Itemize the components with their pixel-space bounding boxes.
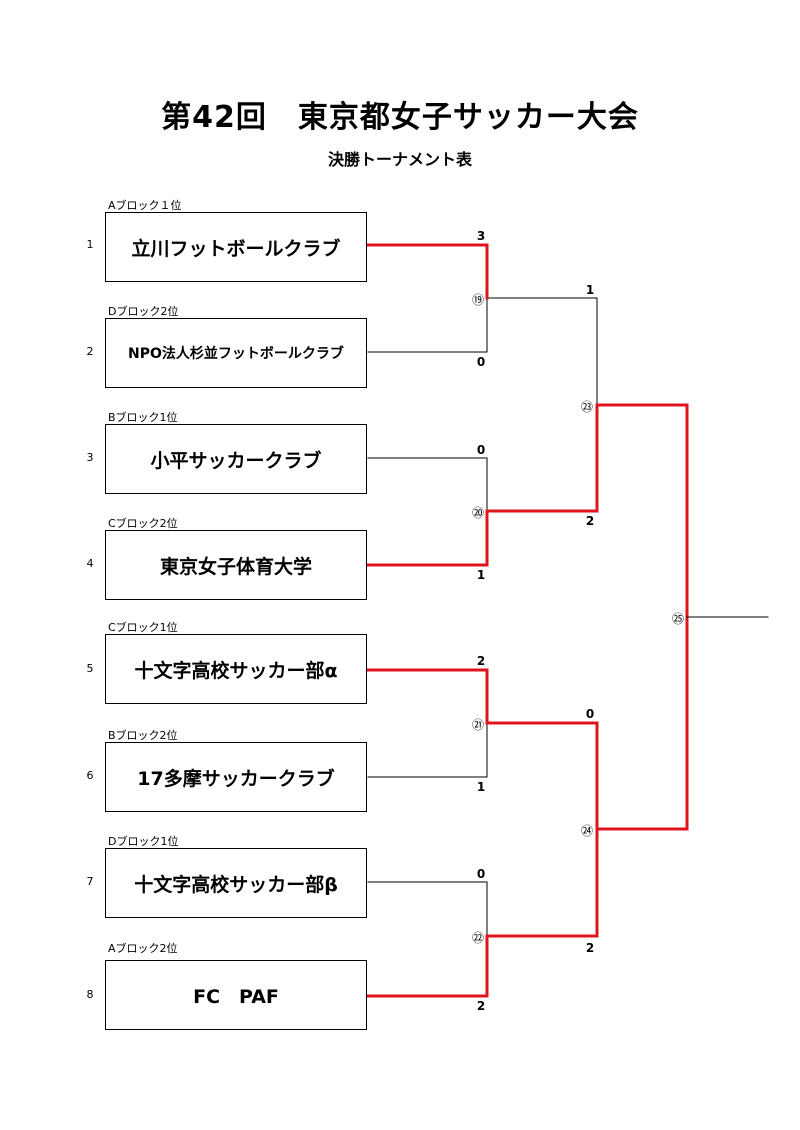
team-name: 立川フットボールクラブ <box>131 237 341 260</box>
line-team5 <box>366 668 489 725</box>
team-name: 東京女子体育大学 <box>159 555 312 578</box>
seed-number: 4 <box>86 557 94 570</box>
line-w23 <box>595 403 689 619</box>
block-label: Cブロック2位 <box>108 517 178 530</box>
seed-number: 6 <box>86 769 94 782</box>
team-box: 東京女子体育大学 <box>105 530 367 600</box>
block-label: Dブロック2位 <box>108 305 179 318</box>
seed-number: 3 <box>86 451 94 464</box>
line-team7 <box>367 881 488 937</box>
seed-number: 7 <box>86 875 94 888</box>
line-w22 <box>485 827 599 938</box>
line-w21 <box>485 721 599 831</box>
match-score: 1 <box>476 780 486 794</box>
seed-number: 5 <box>86 662 94 675</box>
seed-number: 1 <box>86 238 94 251</box>
block-label: Aブロック１位 <box>108 199 182 212</box>
match-score: 0 <box>476 443 486 457</box>
team-box: FC PAF <box>105 960 367 1030</box>
block-label: Aブロック2位 <box>108 942 178 955</box>
team-name: 十文字高校サッカー部β <box>134 873 338 896</box>
team-box: 立川フットボールクラブ <box>105 212 367 282</box>
line-team3 <box>367 457 488 512</box>
team-box: NPO法人杉並フットボールクラブ <box>105 318 367 388</box>
team-name: NPO法人杉並フットボールクラブ <box>128 346 344 362</box>
match-number: ㉔ <box>580 824 593 838</box>
line-team2 <box>367 297 488 353</box>
match-number: ㉓ <box>580 400 593 414</box>
team-name: 十文字高校サッカー部α <box>134 659 338 682</box>
match-number: ㉑ <box>471 718 484 732</box>
team-box: 十文字高校サッカー部α <box>105 634 367 704</box>
match-score: 1 <box>585 283 595 297</box>
match-number: ㉒ <box>471 931 484 945</box>
match-number: ⑲ <box>471 293 484 307</box>
line-w20 <box>485 403 599 513</box>
match-score: 0 <box>476 355 486 369</box>
match-score: 2 <box>476 999 486 1013</box>
line-w19 <box>486 297 598 406</box>
line-team4 <box>366 509 489 567</box>
block-label: Cブロック1位 <box>108 621 178 634</box>
block-label: Bブロック2位 <box>108 729 178 742</box>
page-title: 第42回 東京都女子サッカー大会 <box>161 100 639 135</box>
match-score: 0 <box>585 707 595 721</box>
match-score: 0 <box>476 867 486 881</box>
team-name: FC PAF <box>193 985 279 1008</box>
match-score: 2 <box>585 514 595 528</box>
match-score: 2 <box>476 654 486 668</box>
block-label: Bブロック1位 <box>108 411 178 424</box>
page-subtitle: 決勝トーナメント表 <box>327 150 472 169</box>
line-team6 <box>367 722 488 778</box>
line-team8 <box>366 934 489 998</box>
team-box: 17多摩サッカークラブ <box>105 742 367 812</box>
match-score: 1 <box>476 568 486 582</box>
team-box: 小平サッカークラブ <box>105 424 367 494</box>
line-team1 <box>366 243 489 300</box>
team-name: 小平サッカークラブ <box>150 449 322 472</box>
match-score: 2 <box>585 941 595 955</box>
match-number: ㉕ <box>671 612 684 626</box>
seed-number: 8 <box>86 988 94 1001</box>
block-label: Dブロック1位 <box>108 835 179 848</box>
line-w24 <box>595 615 689 831</box>
seed-number: 2 <box>86 345 94 358</box>
match-number: ⑳ <box>471 506 484 520</box>
match-score: 3 <box>476 229 486 243</box>
team-name: 17多摩サッカークラブ <box>137 767 335 790</box>
team-box: 十文字高校サッカー部β <box>105 848 367 918</box>
